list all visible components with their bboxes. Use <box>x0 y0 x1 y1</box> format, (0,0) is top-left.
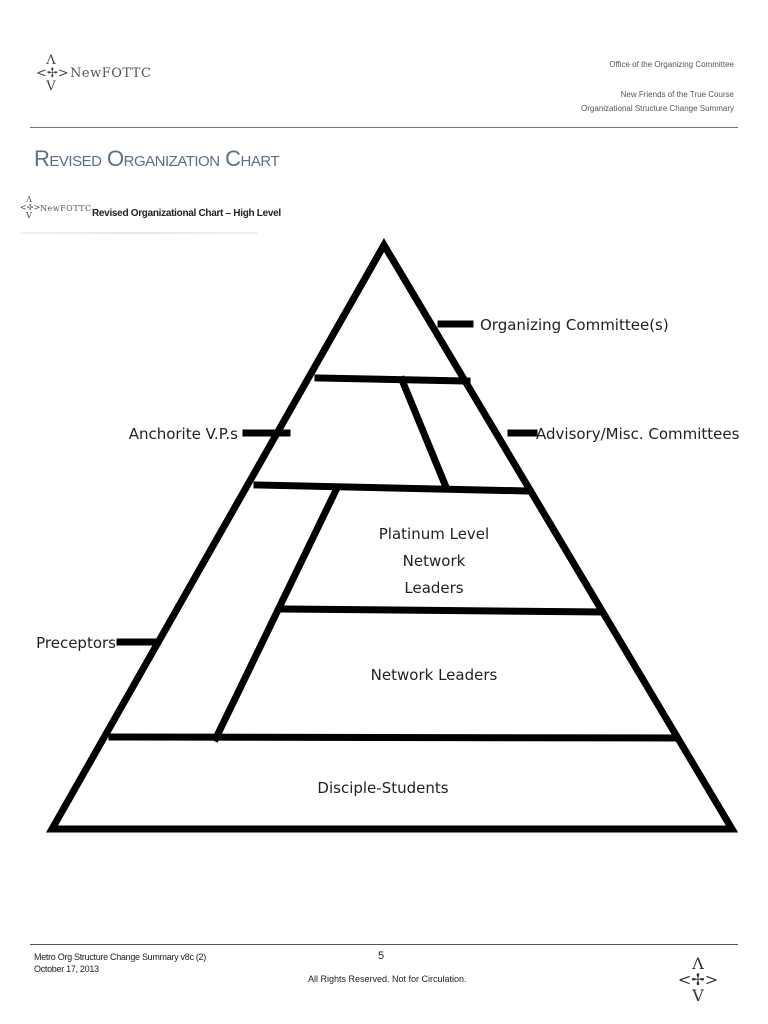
label-preceptors: Preceptors <box>36 634 116 652</box>
footer-logo-mark-icon: Λ <✢> V <box>677 954 719 1005</box>
page-number: 5 <box>378 950 385 962</box>
rights-notice: All Rights Reserved. Not for Circulation… <box>308 974 467 984</box>
divider-network-disciple <box>108 733 679 742</box>
divider-anchorite-advisory <box>397 375 451 492</box>
label-platinum-line3: Leaders <box>404 579 463 597</box>
sub-header-logo: Λ <✢> V NewFOTTC <box>20 196 92 220</box>
organization-name: New Friends of the True Course <box>620 90 734 99</box>
footer-logo: Λ <✢> V <box>676 956 720 1004</box>
label-anchorite-vps: Anchorite V.P.s <box>129 425 238 443</box>
document-name: Metro Org Structure Change Summary v8c (… <box>34 952 206 962</box>
logo-text: NewFOTTC <box>70 66 152 81</box>
label-advisory-committees: Advisory/Misc. Committees <box>536 425 740 443</box>
footer-divider <box>30 944 738 945</box>
label-disciple-students: Disciple-Students <box>317 779 448 797</box>
sub-logo-text: NewFOTTC <box>40 203 92 213</box>
label-organizing-committees: Organizing Committee(s) <box>480 316 669 334</box>
logo-mark-icon: Λ <✢> V <box>36 53 69 94</box>
header-divider <box>30 127 738 128</box>
divider-upper-middle <box>253 481 532 495</box>
chart-caption: Revised Organizational Chart – High Leve… <box>92 208 281 219</box>
pyramid-outline <box>45 238 739 833</box>
label-platinum-line1: Platinum Level <box>379 525 489 543</box>
label-platinum-line2: Network <box>403 552 466 570</box>
office-label: Office of the Organizing Committee <box>609 60 734 69</box>
page-title: Revised Organization Chart <box>34 146 280 171</box>
divider-platinum-network <box>280 605 604 616</box>
document-date: October 17, 2013 <box>34 964 99 974</box>
label-network-leaders: Network Leaders <box>371 666 498 684</box>
header-logo: Λ <✢> V NewFOTTC <box>36 54 151 93</box>
divider-preceptors <box>211 483 342 743</box>
caption-underline <box>20 232 258 234</box>
divider-top <box>314 374 471 385</box>
small-logo-mark-icon: Λ <✢> V <box>20 195 41 220</box>
summary-title: Organizational Structure Change Summary <box>581 104 734 113</box>
